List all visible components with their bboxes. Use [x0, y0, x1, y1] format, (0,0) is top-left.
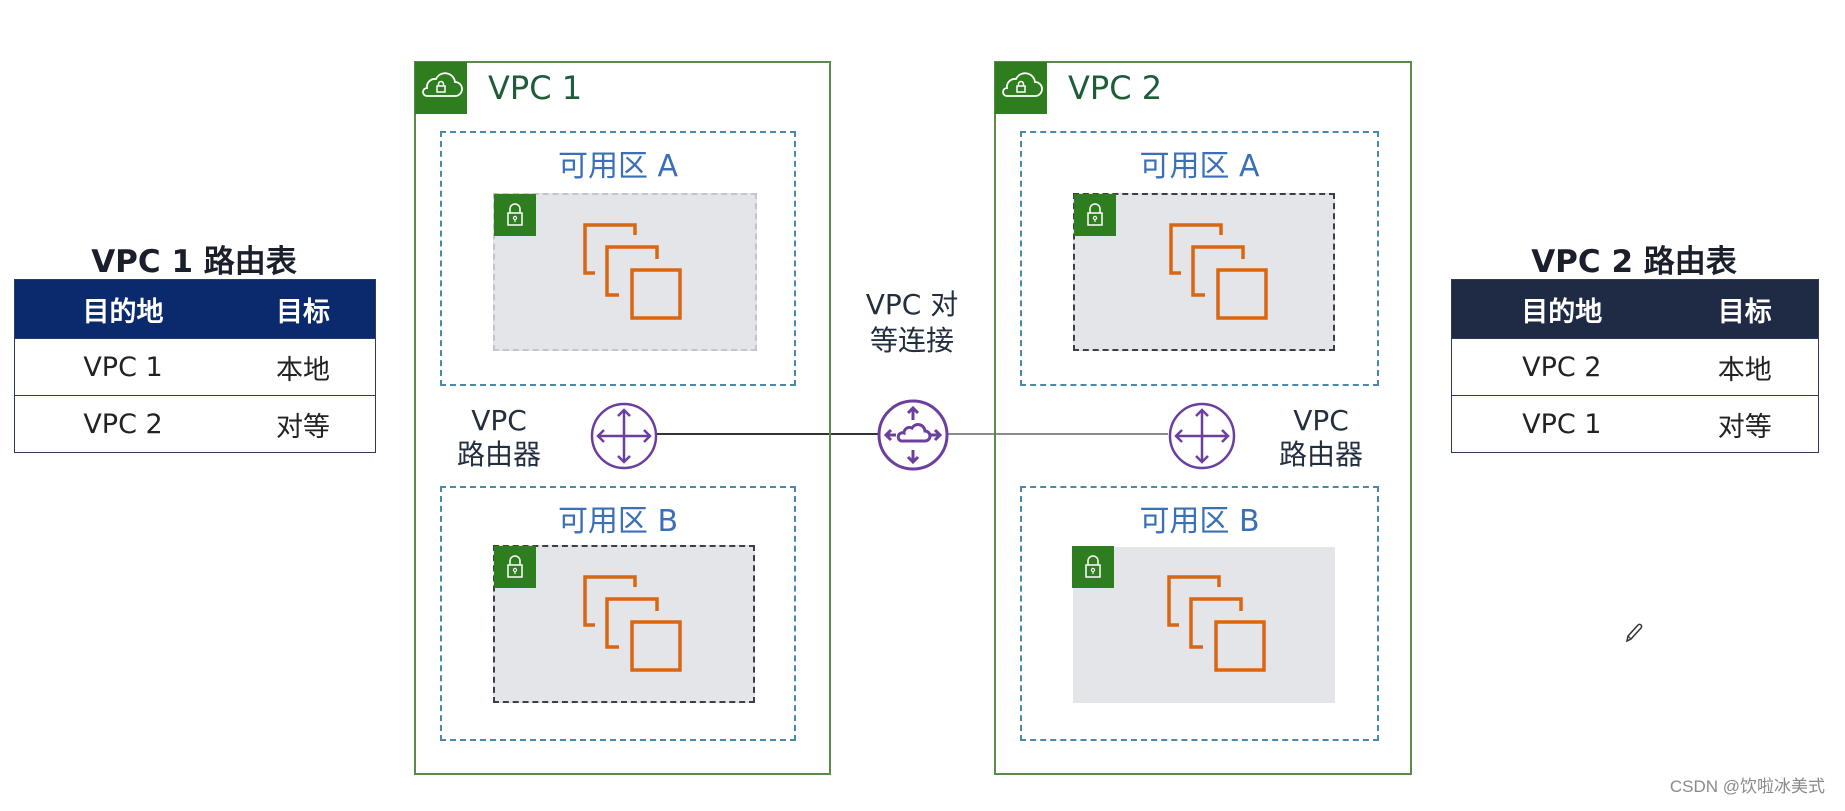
route-table-header: 目的地 目标: [15, 280, 375, 338]
router-label-line2: 路由器: [1278, 438, 1363, 471]
cloud-lock-icon: [995, 62, 1047, 114]
router-label-line2: 路由器: [456, 438, 541, 471]
route-target: 本地: [1717, 354, 1772, 386]
padlock-icon: [494, 546, 536, 588]
route-target: 本地: [276, 354, 330, 386]
table-row: VPC 1 本地: [15, 338, 375, 395]
subnet: [1073, 193, 1335, 351]
peering-label-line1: VPC 对: [865, 288, 959, 321]
header-destination: 目的地: [1521, 296, 1603, 328]
vpc2-availability-zone-b: 可用区 B: [1020, 486, 1379, 741]
ec2-instances-icon: [583, 223, 682, 320]
peering-cloud-icon[interactable]: [876, 398, 950, 472]
vpc2-availability-zone-a: 可用区 A: [1020, 131, 1379, 386]
vpc2-router-label: VPC 路由器: [1266, 404, 1376, 472]
router-arrows-icon[interactable]: [1168, 402, 1236, 470]
padlock-icon: [494, 194, 536, 236]
route-destination: VPC 2: [1522, 351, 1602, 383]
vpc1-route-table-title: VPC 1 路由表: [91, 244, 297, 280]
vpc1-route-table: 目的地 目标 VPC 1 本地 VPC 2 对等: [14, 279, 376, 453]
peering-label-line2: 等连接: [869, 324, 954, 357]
vpc1-label: VPC 1: [488, 69, 583, 107]
ec2-instances-icon: [1167, 575, 1266, 672]
route-target: 对等: [276, 411, 330, 443]
route-target: 对等: [1717, 411, 1772, 443]
route-destination: VPC 1: [83, 351, 163, 383]
az-label: 可用区 B: [557, 504, 679, 539]
header-destination: 目的地: [82, 296, 164, 328]
pencil-icon[interactable]: [1624, 622, 1644, 644]
subnet: [493, 545, 755, 703]
vpc2-route-table-title: VPC 2 路由表: [1531, 244, 1737, 280]
vpc1-router-label: VPC 路由器: [444, 404, 554, 472]
router-arrows-icon[interactable]: [590, 402, 658, 470]
az-label: 可用区 A: [1139, 149, 1260, 184]
route-destination: VPC 1: [1522, 408, 1602, 440]
az-label: 可用区 B: [1139, 504, 1260, 539]
router-label-line1: VPC: [1293, 404, 1349, 437]
vpc1-availability-zone-b: 可用区 B: [440, 486, 796, 741]
padlock-icon: [1074, 194, 1116, 236]
subnet: [1072, 546, 1335, 703]
subnet: [493, 193, 757, 351]
table-row: VPC 2 本地: [1452, 338, 1818, 395]
table-row: VPC 1 对等: [1452, 395, 1818, 452]
az-label: 可用区 A: [557, 149, 679, 184]
vpc1-availability-zone-a: 可用区 A: [440, 131, 796, 386]
vpc2-route-table: 目的地 目标 VPC 2 本地 VPC 1 对等: [1451, 279, 1819, 453]
vpc2-container: VPC 2 可用区 A VPC 路由器 可用区 B: [994, 61, 1412, 775]
router-label-line1: VPC: [471, 404, 527, 437]
peering-label: VPC 对 等连接: [852, 287, 972, 359]
route-table-header: 目的地 目标: [1452, 280, 1818, 338]
cloud-lock-icon: [415, 62, 467, 114]
vpc2-label: VPC 2: [1068, 69, 1163, 107]
header-target: 目标: [1717, 296, 1772, 328]
route-destination: VPC 2: [83, 408, 163, 440]
watermark: CSDN @饮啦冰美式: [1669, 777, 1825, 796]
vpc1-container: VPC 1 可用区 A VPC 路由器 可用区 B: [414, 61, 831, 775]
ec2-instances-icon: [583, 575, 682, 672]
header-target: 目标: [276, 296, 330, 328]
table-row: VPC 2 对等: [15, 395, 375, 452]
ec2-instances-icon: [1169, 223, 1268, 320]
padlock-icon: [1072, 546, 1114, 588]
